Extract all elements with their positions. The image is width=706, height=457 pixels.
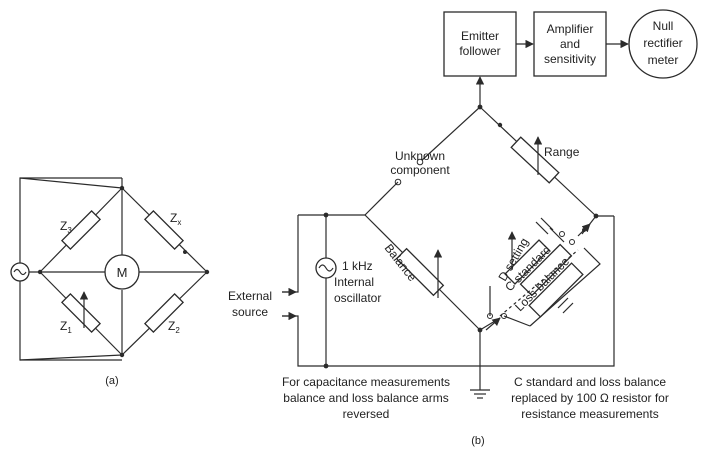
sine-wave-icon — [318, 264, 334, 272]
label-z1: Z1 — [60, 319, 72, 335]
note-left-line3: reversed — [343, 407, 390, 421]
impedance-z3 — [60, 209, 102, 251]
unknown-line1: Unknown — [395, 149, 445, 163]
amplifier-line3: sensitivity — [544, 52, 596, 66]
unknown-line2: component — [390, 163, 450, 177]
caption-b: (b) — [471, 435, 484, 447]
unknown-terminal-top — [416, 158, 424, 166]
amplifier-line2: and — [560, 37, 580, 51]
note-left-line1: For capacitance measurements — [282, 375, 450, 389]
impedance-z2 — [143, 292, 185, 334]
range-resistor — [510, 136, 560, 184]
note-left-line2: balance and loss balance arms — [283, 391, 448, 405]
emitter-follower-line1: Emitter — [461, 29, 499, 43]
range-label: Range — [544, 145, 580, 159]
oscillator-line3: oscillator — [334, 291, 381, 305]
external-wire-top — [282, 215, 299, 293]
null-rectifier-meter — [628, 9, 698, 79]
note-right-line2: replaced by 100 Ω resistor for — [511, 391, 669, 405]
meter-label: M — [117, 265, 128, 280]
c-standard-element — [519, 243, 573, 297]
meter-symbol — [104, 254, 140, 290]
bridge-b: Emitter follower Amplifier and sensitivi… — [228, 9, 698, 447]
meter-line3: meter — [648, 53, 679, 67]
note-right-line3: resistance measurements — [521, 407, 658, 421]
oscillator-line1: 1 kHz — [342, 259, 373, 273]
note-right-line1: C standard and loss balance — [514, 375, 666, 389]
impedance-zx — [143, 209, 185, 251]
oscillator-line2: Internal — [334, 275, 374, 289]
meter-line1: Null — [653, 19, 674, 33]
label-z3: Z3 — [60, 219, 72, 235]
impedance-z1 — [60, 292, 102, 334]
caption-a: (a) — [105, 375, 118, 387]
amplifier-line1: Amplifier — [547, 22, 594, 36]
emitter-follower-block — [443, 11, 517, 77]
bridge-a: M Z3 Zx Z1 Z2 (a) — [10, 177, 210, 387]
external-line2: source — [232, 305, 268, 319]
emitter-follower-line2: follower — [459, 44, 500, 58]
arm-unknown — [419, 106, 481, 163]
amplifier-block — [533, 11, 607, 77]
gang-dashed-link — [499, 249, 579, 317]
external-line1: External — [228, 289, 272, 303]
label-zx: Zx — [170, 211, 181, 227]
label-z2: Z2 — [168, 319, 180, 335]
meter-line2: rectifier — [643, 36, 682, 50]
d-setting-resistor — [504, 239, 550, 285]
loss-balance-resistor — [528, 262, 584, 318]
wire-unknown-to-left-node — [364, 181, 399, 216]
